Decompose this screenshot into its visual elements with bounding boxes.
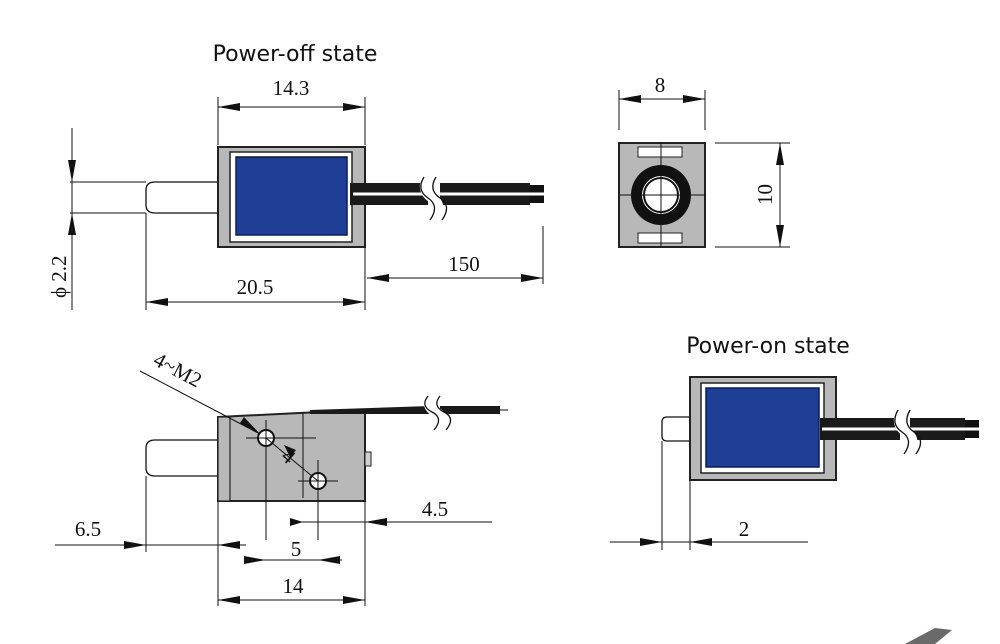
dim-phi-2-2: ϕ 2.2 [47,255,71,298]
power-on-view: 2 [610,376,981,550]
power-on-title: Power-on state [686,334,850,359]
plunger-retracted [661,416,690,442]
screw-callout: 4~M2 [150,347,206,392]
dim-14-3: 14.3 [273,76,310,100]
plunger [145,181,218,214]
coil-on [705,387,820,468]
coil [235,156,348,236]
dim-5: 5 [291,537,302,561]
lead-wire-side [440,406,500,414]
watermark-fragment [905,628,952,644]
dim-8: 8 [655,73,666,97]
dim-2: 2 [739,517,750,541]
end-view: 8 10 [618,73,790,248]
power-off-title: Power-off state [213,42,378,67]
dim-150: 150 [448,252,480,276]
dim-4-5: 4.5 [422,497,448,521]
dim-6-5: 6.5 [75,517,101,541]
dim-10: 10 [753,184,777,205]
plunger-side [145,439,218,477]
dim-20-5: 20.5 [237,275,274,299]
dim-14: 14 [283,574,305,598]
power-off-front-view: 14.3 ϕ 2.2 20.5 150 [47,76,546,310]
mounting-face-view: 4~M2 4 6.5 4.5 5 14 [55,347,508,606]
